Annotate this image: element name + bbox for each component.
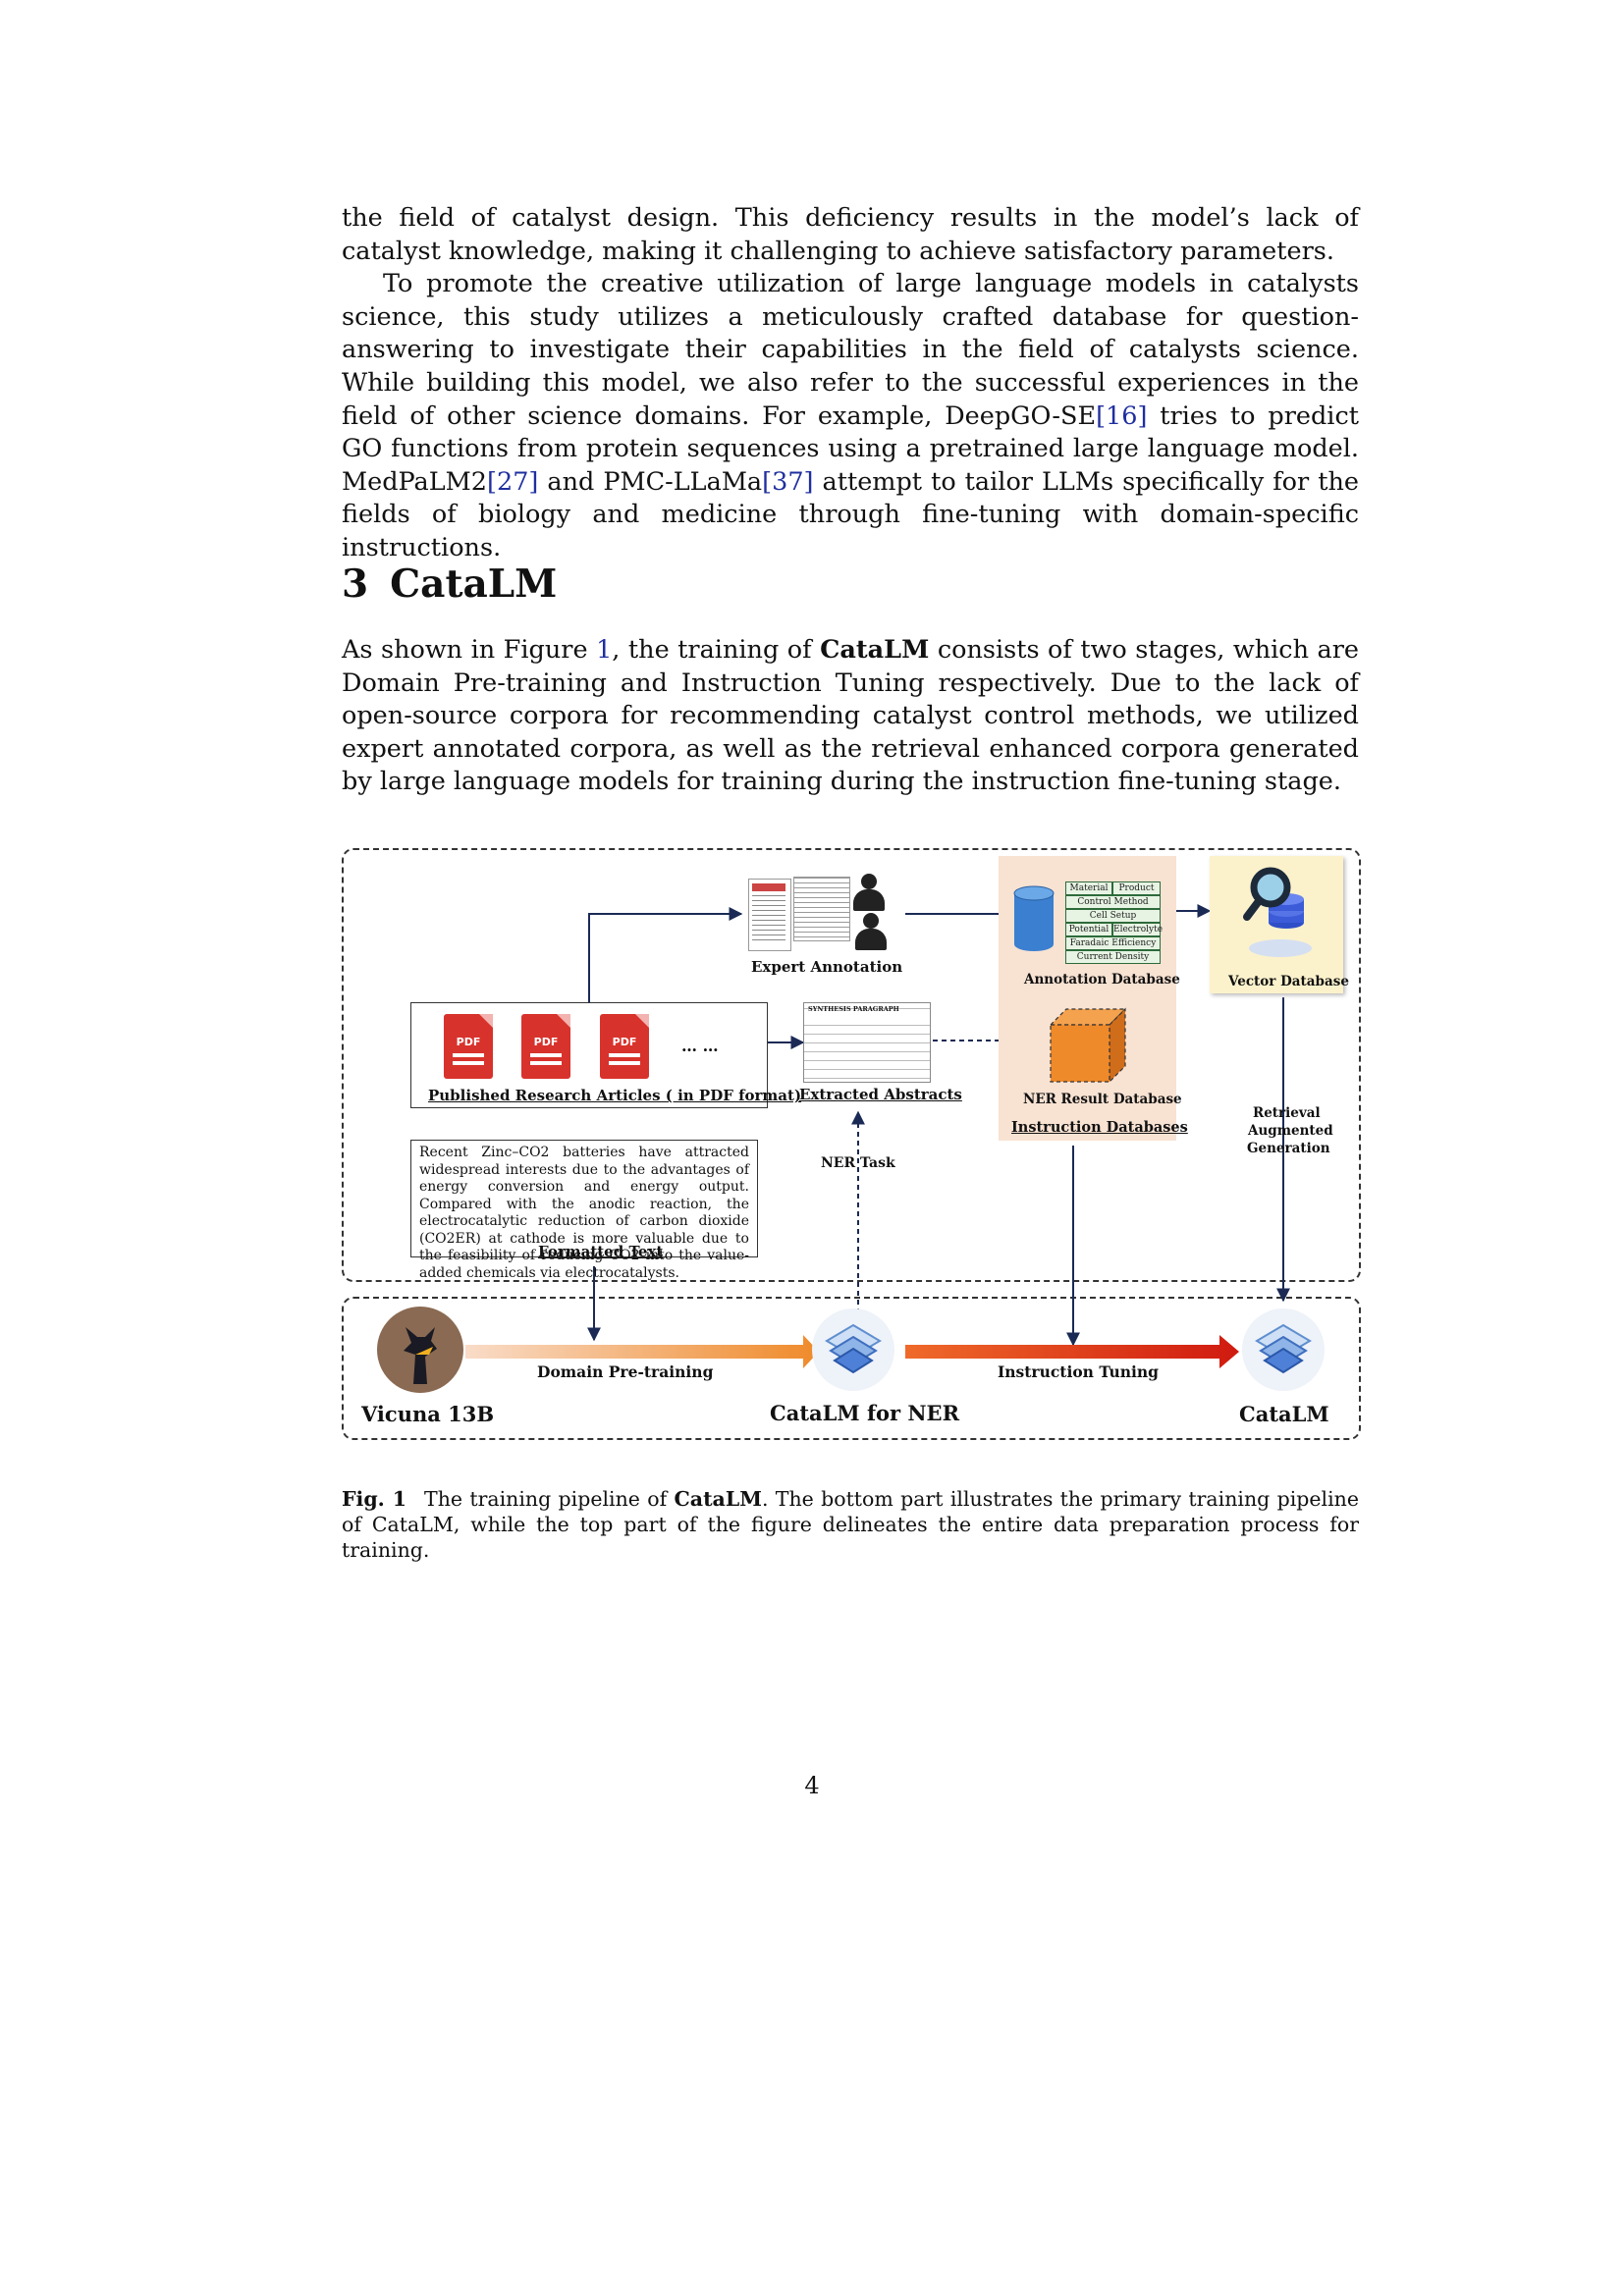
st-model: CataLM [820, 635, 930, 665]
expert-annotation-label: Expert Annotation [751, 958, 903, 976]
figure-connectors [465, 904, 1290, 1368]
ner-task-label: NER Task [821, 1155, 895, 1171]
table-cell: Cell Setup [1065, 909, 1161, 923]
table-cell: Faradaic Efficiency [1065, 936, 1161, 950]
caption-text-b: . The bottom part illustrates the primar… [342, 1487, 1359, 1562]
citation-16[interactable]: [16] [1096, 400, 1148, 431]
paragraph-2: To promote the creative utilization of l… [342, 268, 1359, 564]
catalm-ner-label: CataLM for NER [770, 1401, 960, 1425]
arrow-articles-to-annotation [588, 907, 743, 1002]
catalm-label: CataLM [1239, 1402, 1329, 1426]
table-cell: Potential [1065, 923, 1112, 936]
section-title: CataLM [390, 561, 558, 607]
table-cell: Current Density [1065, 950, 1161, 964]
table-cell: Electrolyte [1112, 923, 1164, 936]
arrow-instruction-tuning [905, 1335, 1239, 1368]
page-number: 4 [804, 1772, 820, 1799]
figure-bottom-box [342, 1297, 1361, 1440]
formatted-text-panel: Recent Zinc–CO2 batteries have attracted… [410, 1140, 758, 1281]
st-c: consists of two stages, which are Domain… [342, 635, 1359, 797]
arrow-domain-pretraining [465, 1335, 819, 1368]
vicuna-label: Vicuna 13B [361, 1402, 495, 1426]
rag-label-line-1: Retrieval [1253, 1105, 1321, 1121]
extracted-abstract-snippet: SYNTHESIS PARAGRAPH [803, 1002, 931, 1083]
figure-top-box [342, 848, 1361, 1282]
table-cell: Control Method [1065, 895, 1161, 909]
annotation-database-label: Annotation Database [1024, 972, 1180, 988]
formatted-text-label: Formatted Text [538, 1243, 664, 1260]
section-paragraph-text: As shown in Figure 1, the training of Ca… [342, 634, 1359, 799]
domain-pretraining-label: Domain Pre-training [537, 1362, 714, 1381]
ner-result-database-label: NER Result Database [1023, 1092, 1182, 1107]
pdf-file-icon: PDF [521, 1014, 570, 1079]
catalm-ner-model-icon [812, 1308, 894, 1391]
rag-label-line-2: Augmented [1248, 1123, 1333, 1139]
section-paragraph: As shown in Figure 1, the training of Ca… [342, 634, 1359, 799]
table-cell: Product [1112, 881, 1161, 895]
paragraph-intro-end: the field of catalyst design. This defic… [342, 202, 1359, 565]
abstract-snippet-title: SYNTHESIS PARAGRAPH [808, 1005, 899, 1013]
p2-text-a: To promote the creative utilization of l… [342, 269, 1359, 431]
vector-database-label: Vector Database [1228, 974, 1349, 989]
instruction-databases-label: Instruction Databases [1011, 1119, 1188, 1136]
table-cell: Material [1065, 881, 1112, 895]
st-a: As shown in Figure [342, 635, 597, 665]
caption-fig-label: Fig. 1 [342, 1487, 407, 1511]
ner-result-database-icon [1049, 1007, 1127, 1084]
pdf-file-icon: PDF [600, 1014, 649, 1079]
st-b: , the training of [612, 635, 821, 665]
document-thumbnail [748, 879, 791, 951]
figure-ref-link[interactable]: 1 [596, 635, 613, 665]
paragraph-1: the field of catalyst design. This defic… [342, 203, 1359, 266]
caption-text-a: The training pipeline of [424, 1487, 675, 1511]
pdf-file-icon: PDF [444, 1014, 493, 1079]
ellipsis-label: … … [681, 1037, 719, 1055]
section-heading: 3 CataLM [342, 561, 557, 607]
pdf-icon-text: PDF [612, 1036, 637, 1048]
figure-caption: Fig. 1 The training pipeline of CataLM. T… [342, 1486, 1359, 1563]
p2-text-b: tries to predict GO functions from prote… [342, 400, 1359, 497]
section-number: 3 [342, 561, 369, 607]
vicuna-llama-icon [377, 1307, 463, 1393]
rag-label-line-3: Generation [1247, 1141, 1330, 1156]
published-articles-label: Published Research Articles ( in PDF for… [428, 1087, 802, 1104]
citation-37[interactable]: [37] [762, 466, 814, 497]
annotator-icon [852, 913, 890, 950]
published-articles-panel [410, 1002, 768, 1108]
caption-model: CataLM [674, 1487, 762, 1511]
p2-text-c: and PMC-LLaMa [538, 466, 763, 497]
document-text-thumbnail [793, 877, 850, 941]
catalm-model-icon [1242, 1308, 1325, 1391]
formatted-text-body: Recent Zinc–CO2 batteries have attracted… [419, 1145, 749, 1281]
extracted-abstracts-label: Extracted Abstracts [799, 1086, 962, 1103]
annotator-icon [850, 874, 888, 911]
pdf-icon-text: PDF [533, 1036, 559, 1048]
citation-27[interactable]: [27] [487, 466, 539, 497]
vector-database-icon [1243, 867, 1312, 957]
instruction-tuning-label: Instruction Tuning [998, 1362, 1159, 1381]
pdf-icon-text: PDF [456, 1036, 481, 1048]
p2-text-d: attempt to tailor LLMs specifically for … [342, 466, 1359, 562]
annotation-database-icon [1013, 885, 1055, 951]
